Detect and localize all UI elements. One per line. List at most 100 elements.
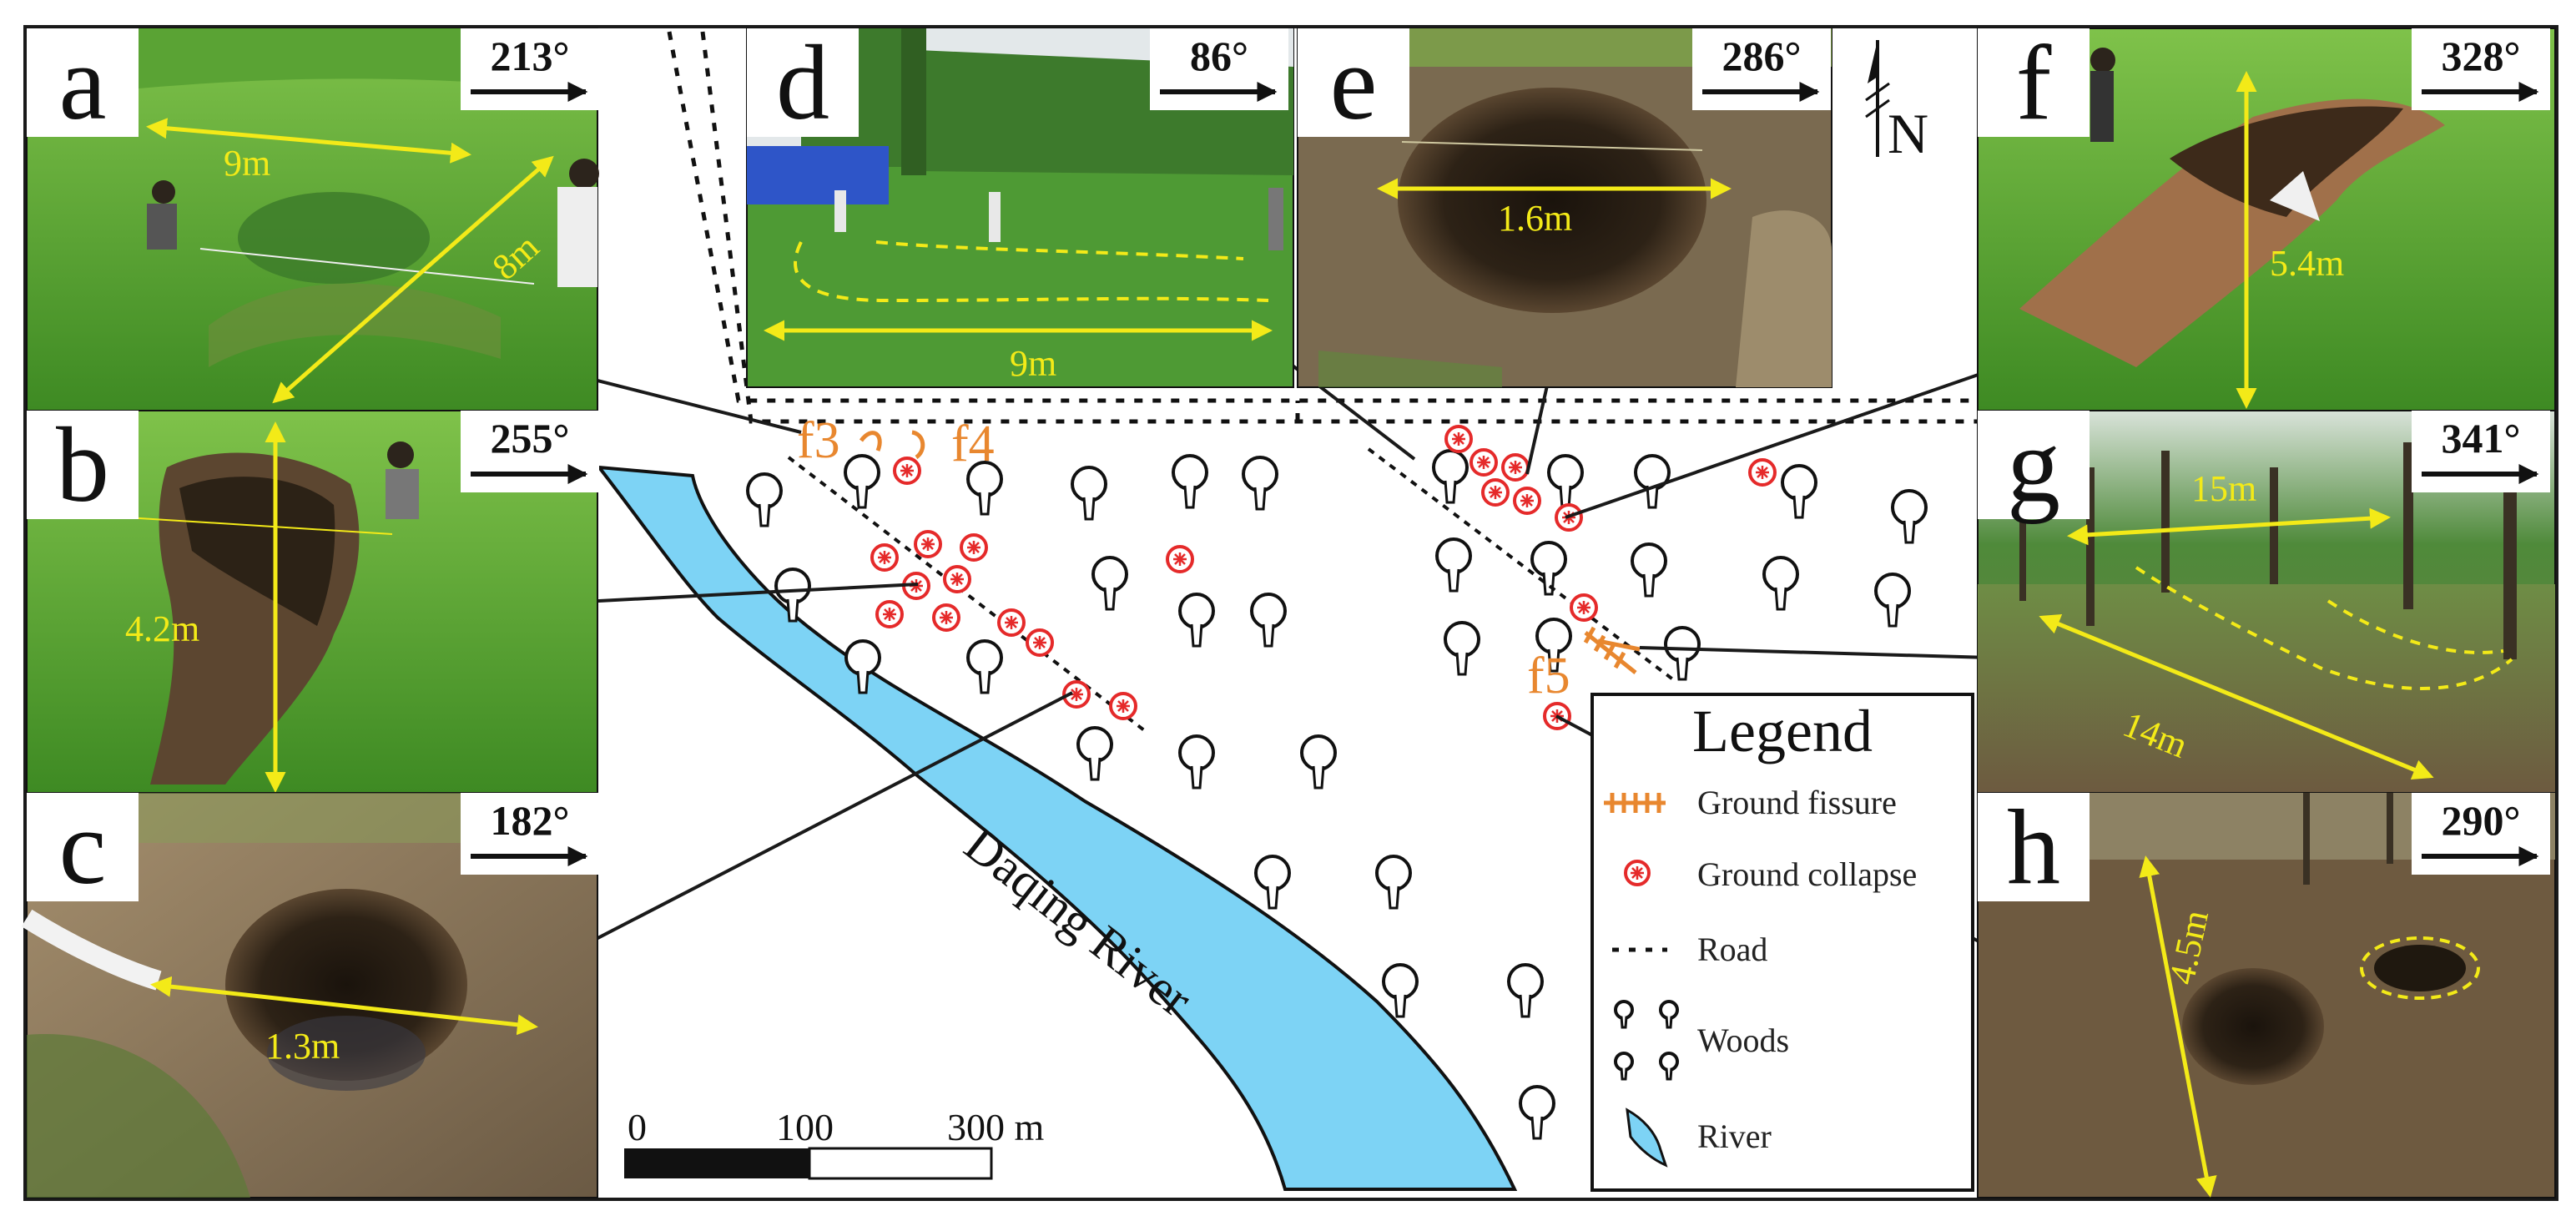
bearing-indicator-a: 213° bbox=[461, 28, 599, 110]
tree-icon bbox=[1444, 621, 1480, 676]
tree-icon bbox=[1659, 1052, 1679, 1081]
measure-g-1: 15m bbox=[2191, 468, 2256, 509]
svg-text:182°: 182° bbox=[491, 797, 570, 844]
tree-icon bbox=[1254, 855, 1291, 910]
bearing-indicator-b: 255° bbox=[461, 411, 599, 492]
collapse-marker-icon bbox=[932, 603, 960, 632]
tree-icon bbox=[1076, 726, 1113, 781]
tree-icon bbox=[1535, 618, 1572, 673]
legend-label-collapse: Ground collapse bbox=[1697, 855, 1917, 893]
scale-bar: 0 100 300 m bbox=[624, 1106, 1045, 1180]
collapse-marker-icon bbox=[1501, 453, 1530, 482]
svg-text:e: e bbox=[1330, 23, 1378, 142]
tree-icon bbox=[1614, 1052, 1634, 1081]
bearing-indicator-h: 290° bbox=[2412, 793, 2550, 875]
tree-icon bbox=[1432, 449, 1469, 504]
bearing-indicator-e: 286° bbox=[1692, 28, 1831, 110]
svg-text:328°: 328° bbox=[2442, 33, 2521, 79]
collapse-marker-icon bbox=[1481, 478, 1510, 507]
fissure-label-f4: f4 bbox=[951, 416, 995, 472]
tree-icon bbox=[746, 472, 783, 527]
svg-text:100: 100 bbox=[776, 1106, 834, 1148]
tree-icon bbox=[1071, 466, 1107, 521]
collapse-marker-icon bbox=[1513, 487, 1541, 515]
legend-label-woods: Woods bbox=[1697, 1022, 1789, 1059]
legend-label-fissure: Ground fissure bbox=[1697, 784, 1897, 821]
measure-e-1: 1.6m bbox=[1498, 198, 1572, 239]
tree-icon bbox=[1300, 734, 1337, 790]
svg-text:N: N bbox=[1888, 102, 1928, 165]
svg-text:286°: 286° bbox=[1722, 33, 1802, 79]
collapse-marker-icon bbox=[960, 533, 988, 562]
legend-title: Legend bbox=[1692, 698, 1873, 764]
collapse-marker-icon bbox=[1062, 680, 1091, 709]
svg-text:290°: 290° bbox=[2442, 797, 2521, 844]
tree-icon bbox=[1659, 1000, 1679, 1029]
svg-text:c: c bbox=[59, 788, 107, 906]
svg-text:213°: 213° bbox=[491, 33, 570, 79]
measure-a-1: 9m bbox=[224, 143, 270, 184]
woods bbox=[746, 449, 1928, 1140]
tree-icon bbox=[1614, 1000, 1634, 1029]
svg-text:d: d bbox=[776, 23, 829, 142]
collapse-marker-icon bbox=[1166, 545, 1194, 573]
bearing-indicator-d: 86° bbox=[1150, 28, 1288, 110]
collapse-marker-icon bbox=[997, 608, 1026, 637]
tree-icon bbox=[1178, 593, 1215, 648]
panel-letter-f: f bbox=[1978, 23, 2090, 142]
collapse-marker-icon bbox=[943, 565, 971, 593]
fissure-mark-f5-icon bbox=[1583, 626, 1641, 674]
tree-icon bbox=[1172, 454, 1208, 509]
tree-icon bbox=[774, 568, 811, 623]
tree-icon bbox=[1530, 541, 1567, 596]
tree-icon bbox=[1382, 963, 1419, 1018]
tree-icon bbox=[966, 639, 1003, 694]
fissure-mark-f4-icon bbox=[859, 430, 925, 460]
legend-woods-icon bbox=[1614, 1000, 1679, 1081]
legend-label-river: River bbox=[1697, 1118, 1772, 1155]
tree-icon bbox=[1507, 963, 1544, 1018]
panel-letter-h: h bbox=[1978, 788, 2090, 906]
legend-label-road: Road bbox=[1697, 931, 1767, 968]
tree-icon bbox=[1874, 573, 1911, 628]
panel-letter-e: e bbox=[1298, 23, 1409, 142]
panel-letters: a b c d e f g h bbox=[27, 23, 2090, 906]
panel-letter-b: b bbox=[27, 406, 139, 524]
tree-icon bbox=[1762, 556, 1799, 611]
svg-text:g: g bbox=[2007, 406, 2060, 524]
collapse-marker-icon bbox=[914, 530, 942, 558]
measure-d-1: 9m bbox=[1010, 343, 1056, 384]
tree-icon bbox=[966, 461, 1003, 516]
panel-letter-a: a bbox=[27, 23, 139, 142]
tree-icon bbox=[1781, 464, 1817, 519]
tree-icon bbox=[844, 454, 880, 509]
tree-icon bbox=[1891, 489, 1928, 544]
fissure-label-f3: f3 bbox=[797, 412, 840, 469]
collapse-marker-icon bbox=[1026, 628, 1054, 657]
measure-f-1: 5.4m bbox=[2270, 243, 2344, 284]
svg-text:h: h bbox=[2007, 788, 2060, 906]
legend-fissure-icon bbox=[1604, 793, 1666, 813]
bearing-indicator-f: 328° bbox=[2412, 28, 2550, 110]
measure-c-1: 1.3m bbox=[265, 1026, 340, 1067]
collapse-marker-icon bbox=[893, 457, 921, 485]
svg-text:86°: 86° bbox=[1190, 33, 1248, 79]
tree-icon bbox=[1631, 542, 1667, 598]
bearing-indicator-c: 182° bbox=[461, 793, 599, 875]
collapse-marker-icon bbox=[1748, 458, 1777, 487]
panel-letter-c: c bbox=[27, 788, 139, 906]
tree-icon bbox=[1091, 556, 1128, 611]
panel-letter-d: d bbox=[747, 23, 859, 142]
collapse-marker-icon bbox=[875, 600, 904, 628]
tree-icon bbox=[1250, 593, 1287, 648]
svg-text:f: f bbox=[2016, 23, 2052, 142]
collapse-marker-icon bbox=[1444, 425, 1473, 453]
collapse-marker-icon bbox=[1469, 448, 1498, 477]
legend-river-icon bbox=[1626, 1107, 1668, 1168]
tree-icon bbox=[844, 639, 881, 694]
tree-icon bbox=[1664, 626, 1701, 681]
collapse-marker-icon bbox=[870, 543, 899, 572]
svg-text:0: 0 bbox=[628, 1106, 647, 1148]
panel-bearings: 213°255°182°86°286°328°341°290° bbox=[461, 28, 2550, 875]
